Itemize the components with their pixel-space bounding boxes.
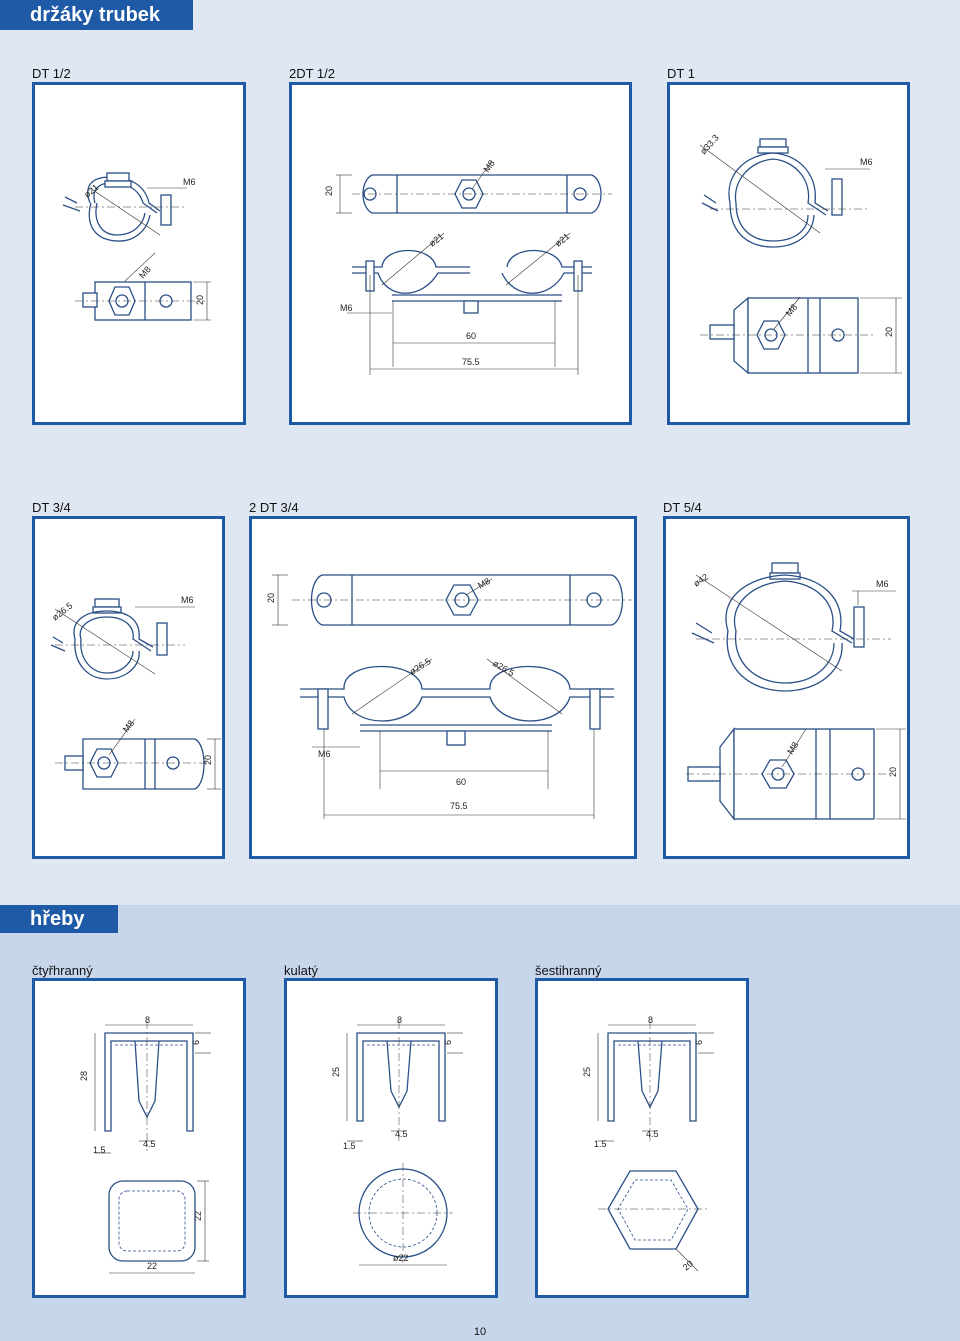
caption-nail-round: kulatý <box>284 963 318 978</box>
dim-tip-round: 4.5 <box>395 1129 408 1139</box>
dim-length-square: 28 <box>79 1071 89 1081</box>
dim-width-2dt: 20 <box>324 186 334 196</box>
drawing-panel-nail-round: 8 6 25 1.5 4.5 ø22 <box>284 978 498 1298</box>
dim-head-h-square: 6 <box>191 1040 201 1045</box>
dim-wall-hex: 1.5 <box>594 1139 607 1149</box>
dim-head-w-square: 8 <box>145 1015 150 1025</box>
drawing-panel-nail-hex: 8 6 25 1.5 4.5 20 <box>535 978 749 1298</box>
dim-top-thread: M8 <box>481 158 496 174</box>
dim-head-h-round: 6 <box>443 1040 453 1045</box>
dim-tip-hex: 4.5 <box>646 1129 659 1139</box>
drawing-2dt-1-2: M8 20 ø21 ø21 M6 60 75.5 <box>324 158 612 375</box>
dim-length-hex: 25 <box>582 1067 592 1077</box>
dim-wall-round: 1.5 <box>343 1141 356 1151</box>
dim-pipe-right-2dt34: ø26.5 <box>491 658 516 678</box>
page-number: 10 <box>473 1326 487 1338</box>
caption-2-dt-3-4: 2 DT 3/4 <box>249 500 299 515</box>
drawing-dt-1: ø33.3 M6 M8 20 <box>698 133 902 375</box>
dim-span-inner-2dt34: 60 <box>456 777 466 787</box>
caption-dt-5-4: DT 5/4 <box>663 500 702 515</box>
dim-width-dt1: 20 <box>884 327 894 337</box>
caption-dt-1: DT 1 <box>667 66 695 81</box>
drawing-2-dt-3-4: M8 20 ø26.5 ø26.5 M6 60 75.5 <box>266 574 632 819</box>
dim-width: 20 <box>195 295 205 305</box>
caption-dt-1-2: DT 1/2 <box>32 66 71 81</box>
dim-pipe-left-2dt34: ø26.5 <box>408 656 433 677</box>
dim-pipe-dt54: ø42 <box>692 572 710 589</box>
dim-side-a-square: 22 <box>147 1261 157 1271</box>
dim-side-b-square: 22 <box>193 1211 203 1221</box>
section-title-pipe-holders: držáky trubek <box>0 0 193 30</box>
dim-span-inner: 60 <box>466 331 476 341</box>
caption-dt-3-4: DT 3/4 <box>32 500 71 515</box>
dim-tip-square: 4.5 <box>143 1139 156 1149</box>
drawing-panel-2-dt-3-4: M8 20 ø26.5 ø26.5 M6 60 75.5 <box>249 516 637 859</box>
section-title-nails: hřeby <box>0 905 118 933</box>
drawing-panel-2dt-1-2: M8 20 ø21 ø21 M6 60 75.5 <box>289 82 632 425</box>
dim-span-outer-2dt34: 75.5 <box>450 801 468 811</box>
dim-width-dt54: 20 <box>888 767 898 777</box>
dim-width-2dt34: 20 <box>266 593 276 603</box>
caption-2dt-1-2: 2DT 1/2 <box>289 66 336 81</box>
caption-nail-hex: šestihranný <box>535 963 602 978</box>
dim-span-outer: 75.5 <box>462 357 480 367</box>
dim-diameter-round: ø22 <box>393 1253 409 1263</box>
dim-head-w-hex: 8 <box>648 1015 653 1025</box>
drawing-panel-dt-1-2: ø21 M6 M8 20 <box>32 82 246 425</box>
drawing-panel-dt-5-4: ø42 M6 M8 20 <box>663 516 910 859</box>
drawing-panel-dt-1: ø33.3 M6 M8 20 <box>667 82 910 425</box>
dim-pipe-dt1: ø33.3 <box>698 133 721 157</box>
dim-across-hex: 20 <box>681 1258 695 1272</box>
drawing-dt-1-2: ø21 M6 M8 20 <box>62 172 211 321</box>
drawing-nail-round: 8 6 25 1.5 4.5 ø22 <box>331 1015 463 1266</box>
drawing-nail-square: 8 6 28 1.5 4.5 22 22 <box>79 1015 211 1274</box>
caption-nail-square: čtyřhranný <box>32 963 93 978</box>
dim-length-round: 25 <box>331 1067 341 1077</box>
dim-pipe: ø21 <box>82 182 100 199</box>
drawing-panel-nail-square: 8 6 28 1.5 4.5 22 22 <box>32 978 246 1298</box>
dim-head-w-round: 8 <box>397 1015 402 1025</box>
drawing-dt-5-4: ø42 M6 M8 20 <box>686 562 906 821</box>
dim-thread-top-dt34: M6 <box>181 595 194 605</box>
dim-thread-2dt: M6 <box>340 303 353 313</box>
dim-thread-top-dt1: M6 <box>860 157 873 167</box>
drawing-panel-dt-3-4: ø26.5 M6 M8 20 <box>32 516 225 859</box>
dim-thread-bottom: M8 <box>137 264 153 280</box>
dim-wall-square: 1.5 <box>93 1145 106 1155</box>
dim-width-dt34: 20 <box>203 755 213 765</box>
dim-head-h-hex: 6 <box>694 1040 704 1045</box>
dim-thread-top-dt54: M6 <box>876 579 889 589</box>
drawing-dt-3-4: ø26.5 M6 M8 20 <box>50 595 221 790</box>
dim-thread-top: M6 <box>183 177 196 187</box>
drawing-nail-hex: 8 6 25 1.5 4.5 20 <box>582 1015 714 1273</box>
